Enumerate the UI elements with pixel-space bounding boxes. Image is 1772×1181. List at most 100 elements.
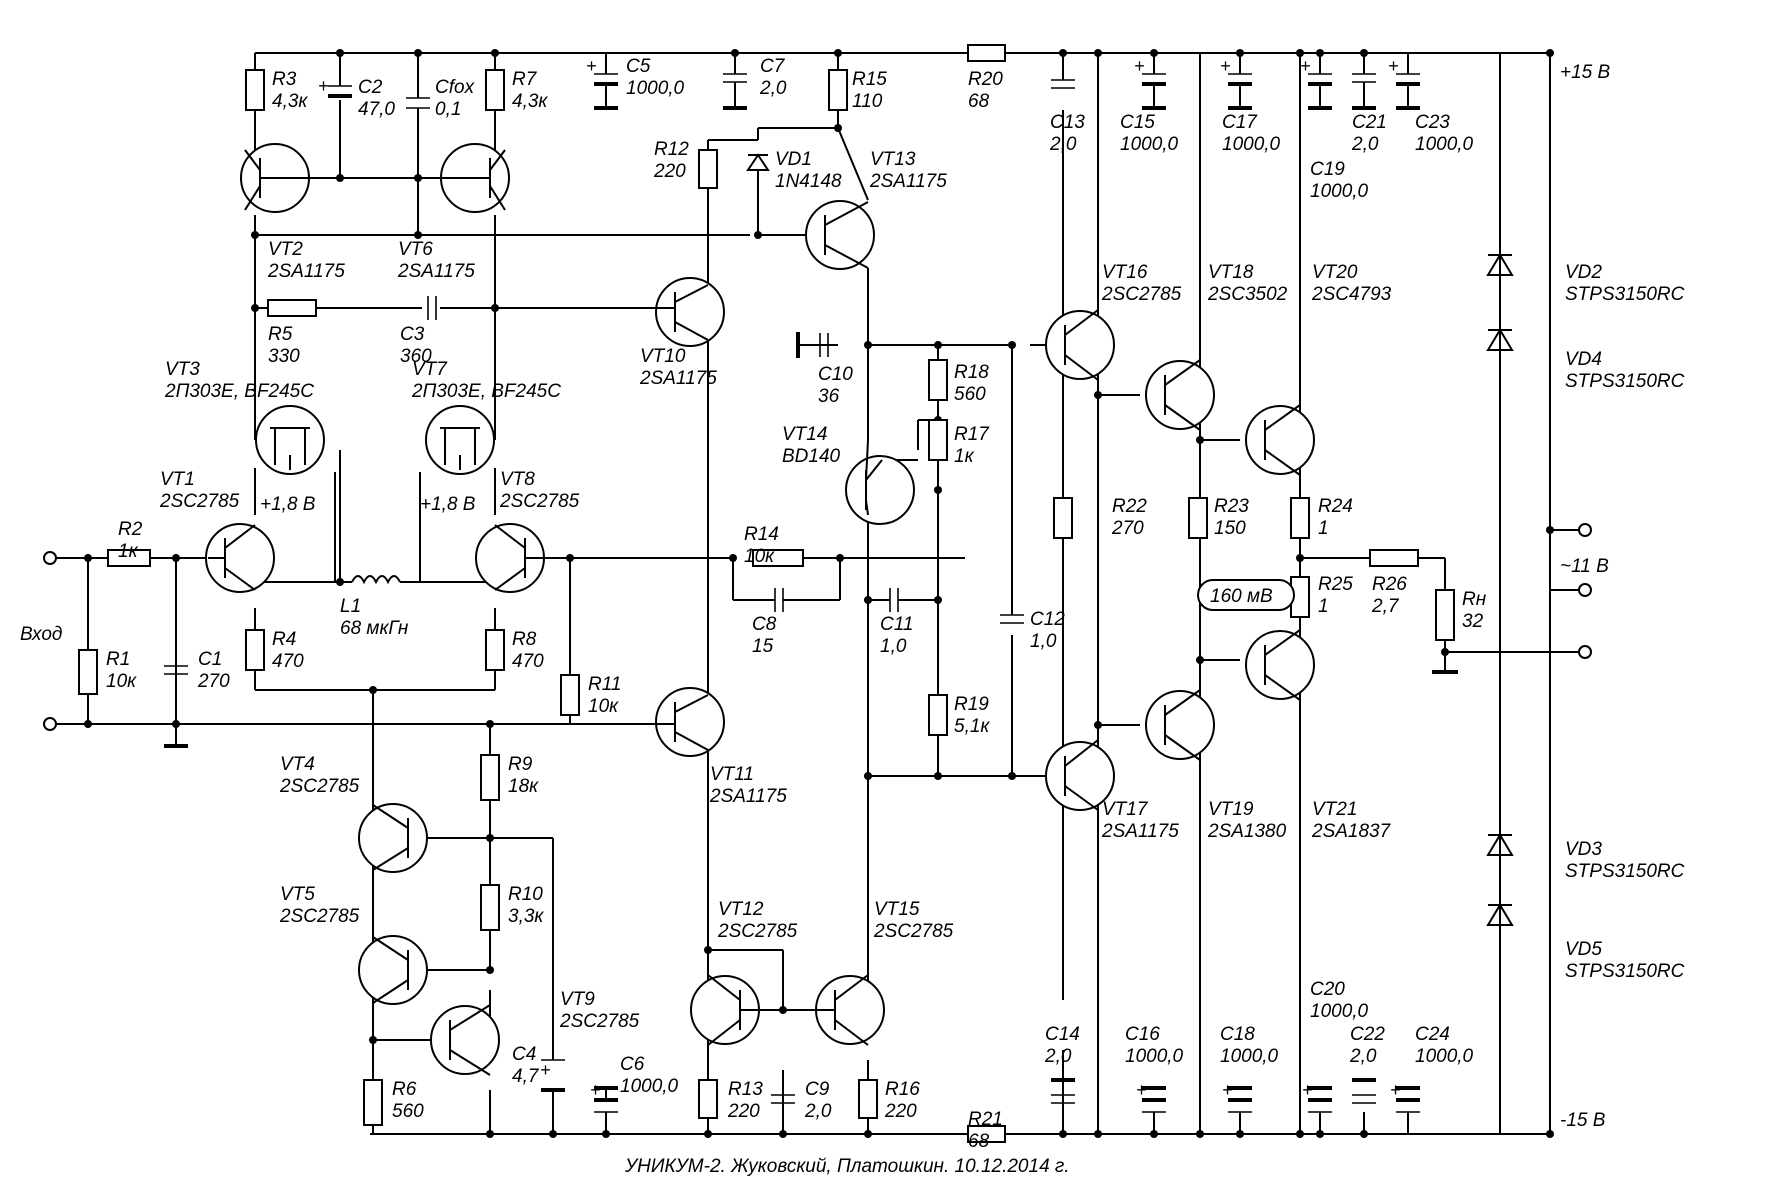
label-r25-ref: R25 bbox=[1318, 574, 1353, 595]
resistor-r19 bbox=[928, 694, 948, 736]
label-r21-ref: R21 bbox=[968, 1109, 1003, 1130]
resistors bbox=[78, 44, 1455, 1143]
label-r13-ref: R13 bbox=[728, 1079, 763, 1100]
transistor-vt14 bbox=[845, 439, 915, 525]
transistor-vt11 bbox=[650, 687, 725, 757]
label-r10-value: 3,3к bbox=[508, 906, 544, 927]
transistor-vt16 bbox=[1045, 309, 1115, 381]
resistor-r7 bbox=[485, 69, 505, 111]
label-c5-ref: C5 bbox=[626, 56, 651, 77]
label-neg15: -15 В bbox=[1560, 1110, 1606, 1131]
label-vt12-value: 2SC2785 bbox=[717, 921, 798, 942]
label-c16-ref: C16 bbox=[1125, 1024, 1160, 1045]
label-r7-ref: R7 bbox=[512, 69, 538, 90]
capacitors: + + + + + + + + + + + + bbox=[164, 56, 1420, 1134]
label-l1-value: 68 мкГн bbox=[340, 618, 409, 639]
resistor-r26 bbox=[1369, 549, 1419, 567]
label-c18-ref: C18 bbox=[1220, 1024, 1255, 1045]
label-r14-value: 10к bbox=[744, 546, 775, 567]
label-c6-value: 1000,0 bbox=[620, 1076, 679, 1097]
label-r19-value: 5,1к bbox=[954, 716, 990, 737]
label-c7-ref: C7 bbox=[760, 56, 786, 77]
svg-text:+: + bbox=[590, 1080, 601, 1100]
label-l1-ref: L1 bbox=[340, 596, 361, 617]
label-c10-ref: C10 bbox=[818, 364, 853, 385]
label-r4-value: 470 bbox=[272, 651, 304, 672]
label-vd4-ref: VD4 bbox=[1565, 349, 1602, 370]
label-r1-ref: R1 bbox=[106, 649, 130, 670]
svg-text:+: + bbox=[1136, 1080, 1147, 1100]
label-vt12-ref: VT12 bbox=[718, 899, 764, 920]
label-vt4-ref: VT4 bbox=[280, 754, 315, 775]
svg-text:+: + bbox=[1300, 56, 1311, 76]
resistor-r23 bbox=[1188, 497, 1208, 539]
label-vt17-ref: VT17 bbox=[1102, 799, 1149, 820]
label-r25-value: 1 bbox=[1318, 596, 1329, 617]
label-vt2-ref: VT2 bbox=[268, 239, 303, 260]
label-vt7-ref: VT7 bbox=[412, 359, 448, 380]
resistor-r14 bbox=[752, 549, 804, 567]
label-c3-value: 360 bbox=[400, 346, 432, 367]
label-vt6-value: 2SA1175 bbox=[397, 261, 475, 282]
label-c19-ref: C19 bbox=[1310, 159, 1345, 180]
label-r15-ref: R15 bbox=[852, 69, 887, 90]
label-c14-ref: C14 bbox=[1045, 1024, 1080, 1045]
label-vt15-ref: VT15 bbox=[874, 899, 920, 920]
label-ac11: ~11 В bbox=[1560, 556, 1609, 577]
svg-text:+: + bbox=[1222, 1080, 1233, 1100]
label-vt21-value: 2SA1837 bbox=[1311, 821, 1392, 842]
label-r9-ref: R9 bbox=[508, 754, 533, 775]
transistors bbox=[205, 143, 1315, 1076]
transistor-vt19 bbox=[1145, 689, 1215, 761]
label-vt3-ref: VT3 bbox=[165, 359, 200, 380]
label-c24-ref: C24 bbox=[1415, 1024, 1450, 1045]
label-r22-value: 270 bbox=[1111, 518, 1144, 539]
label-c3-ref: C3 bbox=[400, 324, 425, 345]
label-c11-ref: C11 bbox=[880, 614, 913, 635]
label-c9-ref: C9 bbox=[805, 1079, 830, 1100]
label-c6-ref: C6 bbox=[620, 1054, 645, 1075]
label-r9-value: 18к bbox=[508, 776, 539, 797]
label-r3-ref: R3 bbox=[272, 69, 297, 90]
label-c5-value: 1000,0 bbox=[626, 78, 685, 99]
label-vt13-ref: VT13 bbox=[870, 149, 916, 170]
label-r23-value: 150 bbox=[1214, 518, 1246, 539]
label-c8-ref: C8 bbox=[752, 614, 777, 635]
label-vt11-value: 2SA1175 bbox=[709, 786, 787, 807]
resistor-r13 bbox=[698, 1079, 718, 1119]
label-vt14-ref: VT14 bbox=[782, 424, 827, 445]
label-c14-value: 2,0 bbox=[1044, 1046, 1072, 1067]
label-vt15-value: 2SC2785 bbox=[873, 921, 954, 942]
label-vd2-value: STPS3150RC bbox=[1565, 284, 1685, 305]
label-vt19-ref: VT19 bbox=[1208, 799, 1254, 820]
label-vt4-value: 2SC2785 bbox=[279, 776, 360, 797]
resistor-r18 bbox=[928, 359, 948, 401]
label-vt6-ref: VT6 bbox=[398, 239, 433, 260]
label-c20-value: 1000,0 bbox=[1310, 1001, 1369, 1022]
label-r21-value: 68 bbox=[968, 1131, 990, 1152]
label-r5-value: 330 bbox=[268, 346, 300, 367]
label-r17-value: 1к bbox=[954, 446, 975, 467]
label-vd4-value: STPS3150RC bbox=[1565, 371, 1685, 392]
transistor-vt12 bbox=[690, 974, 783, 1046]
label-c15-value: 1000,0 bbox=[1120, 134, 1179, 155]
label-r14-ref: R14 bbox=[744, 524, 779, 545]
label-vd3-ref: VD3 bbox=[1565, 839, 1602, 860]
transistor-vt6 bbox=[430, 143, 510, 213]
label-c13-value: 2,0 bbox=[1049, 134, 1077, 155]
label-c18-value: 1000,0 bbox=[1220, 1046, 1279, 1067]
resistor-r2 bbox=[107, 549, 151, 567]
label-c21-ref: C21 bbox=[1352, 112, 1387, 133]
label-r11-ref: R11 bbox=[588, 674, 621, 695]
label-v18a: +1,8 В bbox=[260, 494, 316, 515]
label-c17-value: 1000,0 bbox=[1222, 134, 1281, 155]
label-r10-ref: R10 bbox=[508, 884, 543, 905]
transistor-vt2 bbox=[240, 143, 310, 213]
label-r8-ref: R8 bbox=[512, 629, 537, 650]
label-r24-value: 1 bbox=[1318, 518, 1329, 539]
transistor-vt9 bbox=[430, 1004, 500, 1076]
label-c20-ref: C20 bbox=[1310, 979, 1345, 1000]
transistor-vt10 bbox=[655, 277, 725, 347]
label-mv160: 160 мВ bbox=[1210, 586, 1273, 607]
label-vt5-value: 2SC2785 bbox=[279, 906, 360, 927]
